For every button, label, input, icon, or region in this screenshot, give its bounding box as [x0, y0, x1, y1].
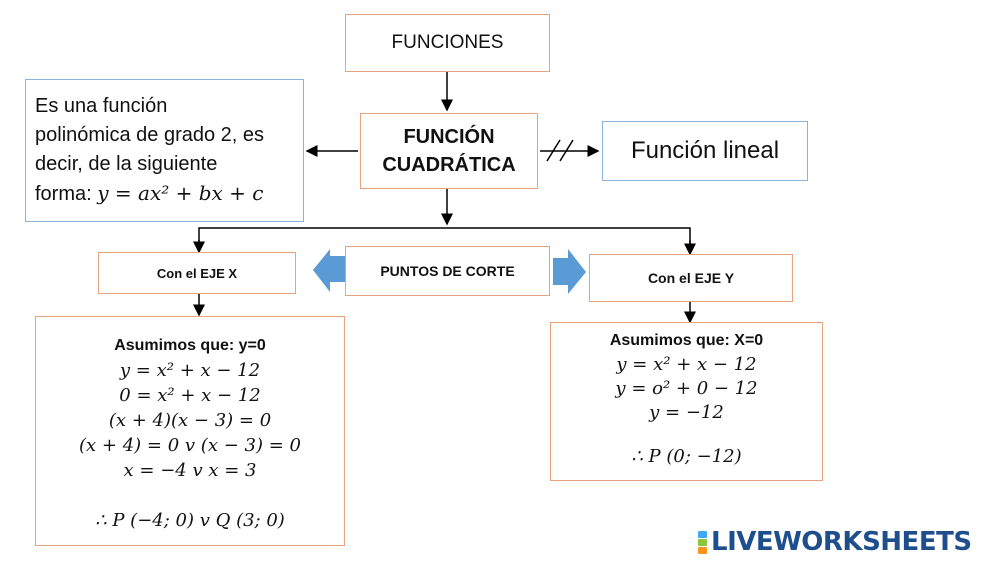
eje-x-line-2: 0 = x² + x − 12 — [119, 385, 261, 406]
logo-mark-icon — [698, 530, 707, 554]
node-cuadratica-line1: FUNCIÓN — [403, 126, 495, 148]
block-arrow-left-icon — [313, 249, 345, 292]
node-eje-y: Con el EJE Y — [589, 254, 793, 302]
eje-x-heading: Asumimos que: y=0 — [114, 337, 266, 354]
node-funciones: FUNCIONES — [345, 14, 550, 72]
eje-x-line-5: x = −4 v x = 3 — [123, 460, 257, 481]
node-funciones-label: FUNCIONES — [391, 32, 504, 53]
node-eje-y-label: Con el EJE Y — [647, 270, 735, 286]
eje-x-result: ∴ P (−4; 0) v Q (3; 0) — [95, 510, 285, 531]
logo-text: LIVEWORKSHEETS — [711, 527, 972, 557]
block-arrow-right-icon — [553, 249, 586, 294]
node-puntos-label: PUNTOS DE CORTE — [380, 263, 515, 279]
definition-line1: Es una función — [35, 95, 168, 117]
eje-y-line-2: y = o² + 0 − 12 — [615, 378, 758, 399]
eje-y-result: ∴ P (0; −12) — [631, 446, 742, 467]
definition-line3: decir, de la siguiente — [35, 153, 218, 175]
liveworksheets-logo: LIVEWORKSHEETS — [698, 527, 972, 557]
not-equal-slash-2 — [559, 139, 574, 162]
eje-y-line-3: y = −12 — [649, 402, 724, 423]
not-equal-slash-1 — [546, 139, 561, 162]
definition-line4: forma: y = ax² + bx + c — [35, 179, 303, 209]
node-definition: Es una función polinómica de grado 2, es… — [25, 79, 304, 222]
eje-x-line-1: y = x² + x − 12 — [119, 360, 261, 381]
eje-y-solution-box: Asumimos que: X=0 y = x² + x − 12 y = o²… — [550, 322, 823, 481]
node-funcion-cuadratica: FUNCIÓN CUADRÁTICA — [360, 113, 538, 189]
eje-y-heading: Asumimos que: X=0 — [609, 332, 764, 349]
eje-y-line-1: y = x² + x − 12 — [616, 354, 757, 375]
definition-formula: y = ax² + bx + c — [97, 181, 264, 205]
definition-line4-prefix: forma: — [35, 183, 92, 205]
definition-line2: polinómica de grado 2, es — [35, 124, 265, 146]
node-funcion-lineal: Función lineal — [602, 121, 808, 181]
node-cuadratica-line2: CUADRÁTICA — [382, 154, 516, 176]
eje-x-line-4: (x + 4) = 0 v (x − 3) = 0 — [79, 435, 301, 456]
node-lineal-label: Función lineal — [630, 137, 780, 164]
eje-x-line-3: (x + 4)(x − 3) = 0 — [108, 410, 272, 431]
node-puntos-de-corte: PUNTOS DE CORTE — [345, 246, 550, 296]
node-eje-x-label: Con el EJE X — [156, 265, 238, 281]
node-eje-x: Con el EJE X — [98, 252, 296, 294]
eje-x-solution-box: Asumimos que: y=0 y = x² + x − 12 0 = x²… — [35, 316, 345, 546]
